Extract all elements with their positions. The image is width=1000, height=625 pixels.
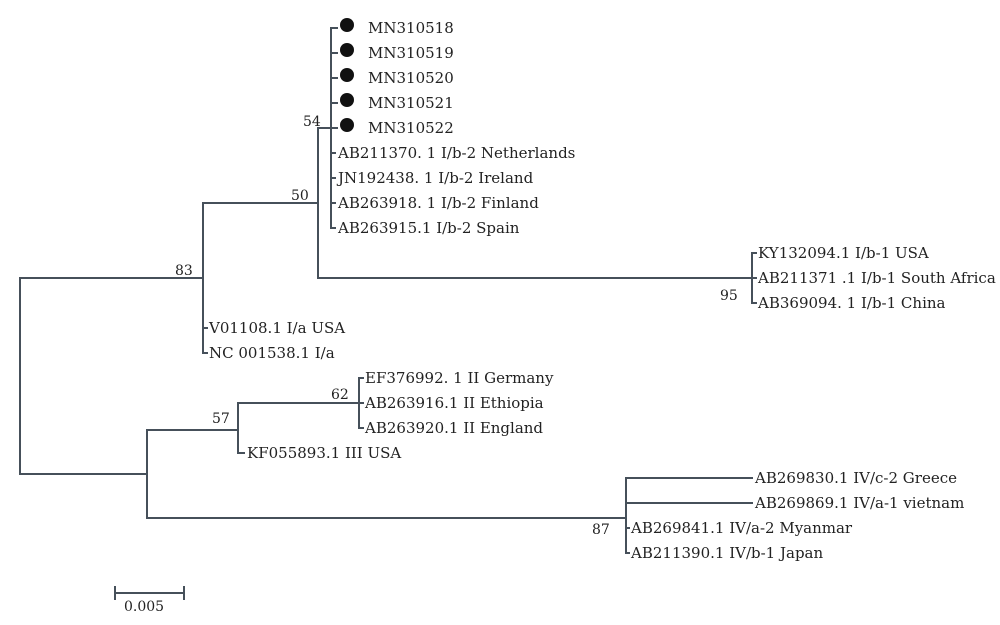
taxon-label: AB211371 .1 I/b-1 South Africa <box>757 269 996 287</box>
clade-ii-branch <box>358 377 364 429</box>
clade-ib-branch <box>317 127 753 279</box>
taxon-label: JN192438. 1 I/b-2 Ireland <box>336 169 534 187</box>
sample-marker-icon <box>340 18 354 32</box>
taxon-labels: MN310518 MN310519 MN310520 MN310521 MN31… <box>208 19 996 562</box>
taxon-label: AB269869.1 IV/a-1 vietnam <box>754 494 964 512</box>
taxon-label: AB269830.1 IV/c-2 Greece <box>754 469 957 487</box>
sample-markers <box>340 18 354 132</box>
scale-bar <box>114 586 185 600</box>
sample-marker-icon <box>340 43 354 57</box>
clade-ib2-branch <box>330 27 338 229</box>
clade-ib1-branch <box>751 252 757 304</box>
sample-marker-icon <box>340 118 354 132</box>
bootstrap-value: 57 <box>212 411 230 427</box>
bootstrap-value: 50 <box>291 188 309 204</box>
bootstrap-value: 83 <box>175 263 193 279</box>
clade-iv-branch <box>625 477 753 554</box>
taxon-label: AB263920.1 II England <box>364 419 543 437</box>
taxon-label: NC 001538.1 I/a <box>209 344 335 362</box>
sample-marker-icon <box>340 68 354 82</box>
taxon-label: AB263918. 1 I/b-2 Finland <box>337 194 539 212</box>
taxon-label: KY132094.1 I/b-1 USA <box>758 244 929 262</box>
taxon-label: MN310521 <box>368 94 454 112</box>
taxon-label: MN310518 <box>368 19 454 37</box>
taxon-label: MN310520 <box>368 69 454 87</box>
taxon-label: KF055893.1 III USA <box>247 444 401 462</box>
clade-ii-iii-branch <box>146 429 627 519</box>
taxon-label: AB211390.1 IV/b-1 Japan <box>630 544 823 562</box>
bootstrap-value: 54 <box>303 114 321 130</box>
clade-i-branch <box>202 202 319 354</box>
bootstrap-value: 62 <box>331 387 349 403</box>
taxon-label: AB211370. 1 I/b-2 Netherlands <box>337 144 575 162</box>
scale-bar-label: 0.005 <box>124 599 164 615</box>
taxon-label: AB263915.1 I/b-2 Spain <box>337 219 520 237</box>
taxon-label: V01108.1 I/a USA <box>208 319 345 337</box>
bootstrap-values: 54 50 83 95 62 57 87 <box>175 114 738 538</box>
sample-marker-icon <box>340 93 354 107</box>
root-branch <box>19 277 204 475</box>
taxon-label: AB263916.1 II Ethiopia <box>364 394 544 412</box>
taxon-label: MN310522 <box>368 119 454 137</box>
clade-57-branch <box>237 402 360 454</box>
taxon-label: AB369094. 1 I/b-1 China <box>757 294 946 312</box>
bootstrap-value: 87 <box>592 522 610 538</box>
bootstrap-value: 95 <box>720 288 738 304</box>
taxon-label: AB269841.1 IV/a-2 Myanmar <box>630 519 853 537</box>
taxon-label: MN310519 <box>368 44 454 62</box>
taxon-label: EF376992. 1 II Germany <box>365 369 554 387</box>
